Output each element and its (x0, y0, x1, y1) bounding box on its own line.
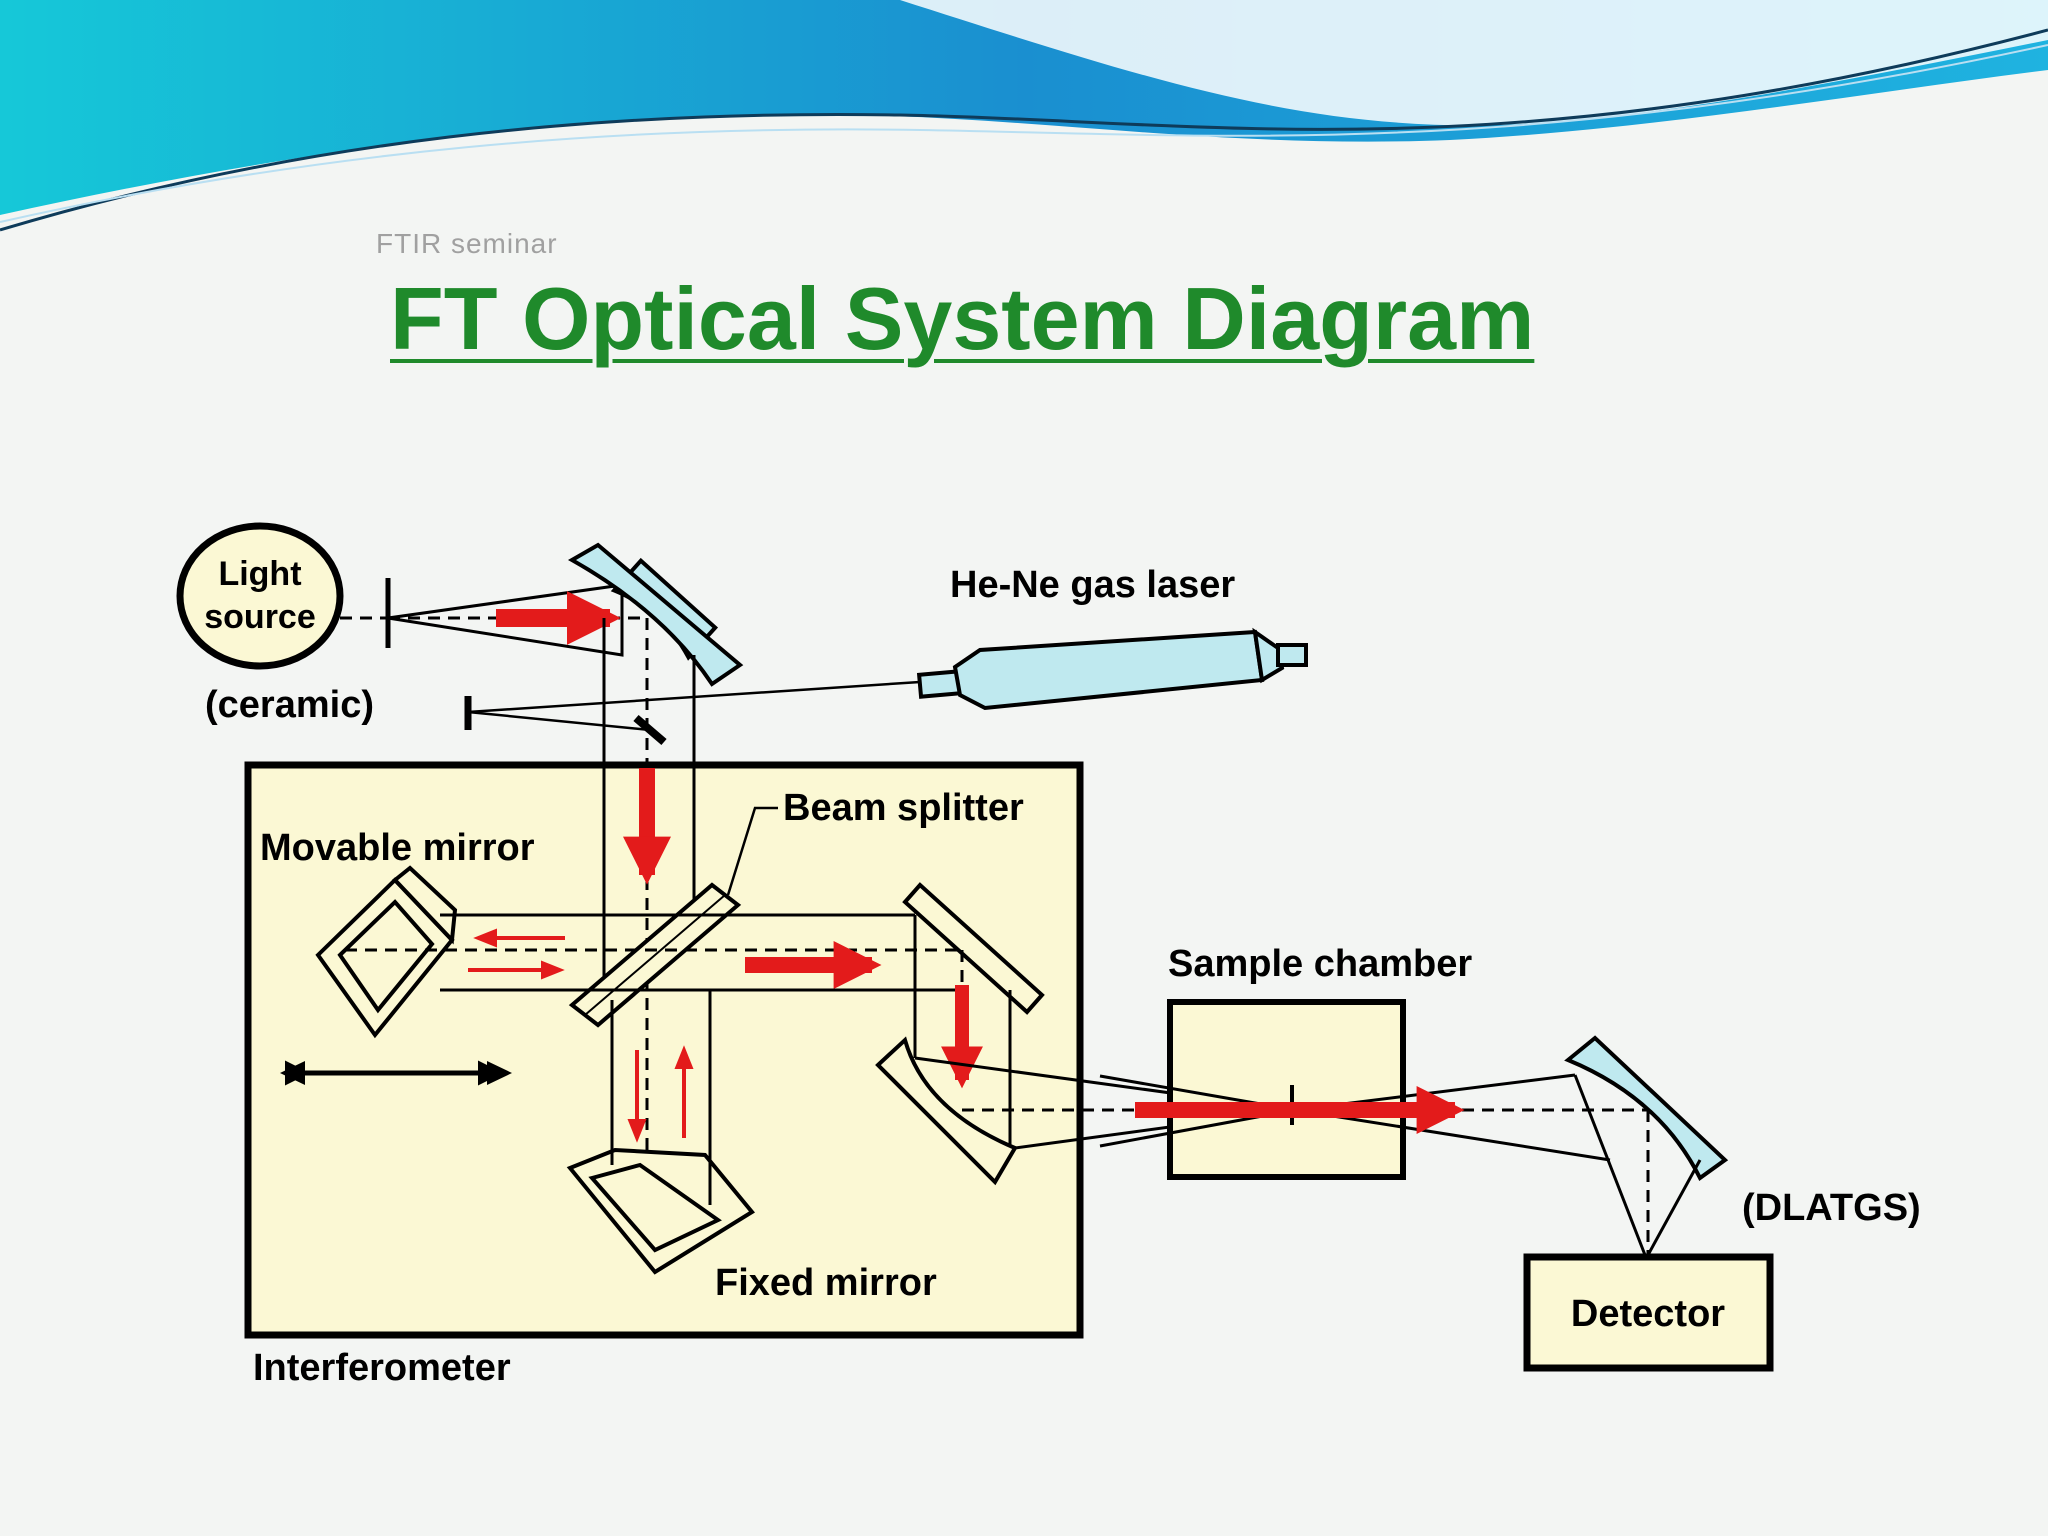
laser-mirror (633, 714, 667, 746)
beam-splitter-label: Beam splitter (783, 787, 1024, 829)
light-source (176, 522, 344, 670)
interferometer-label: Interferometer (253, 1347, 511, 1389)
movable-mirror-label: Movable mirror (260, 827, 535, 869)
laser-label: He-Ne gas laser (950, 564, 1235, 606)
detector-box (1523, 1253, 1774, 1372)
movable-mirror (315, 865, 458, 1039)
light-source-label: source (204, 598, 316, 636)
ceramic-label: (ceramic) (205, 684, 374, 726)
collimating-mirror-shape (567, 542, 744, 687)
sample-chamber (1167, 999, 1406, 1180)
detector-label: Detector (1571, 1293, 1725, 1335)
he-ne-laser (916, 627, 1308, 711)
sample-chamber-label: Sample chamber (1168, 943, 1472, 985)
detector-mirror (1564, 1035, 1729, 1181)
dlatgs-label: (DLATGS) (1742, 1187, 1921, 1229)
focusing-mirror (875, 1036, 1018, 1186)
fold-mirror (902, 882, 1045, 1015)
slide-title: FT Optical System Diagram (390, 269, 1535, 368)
slide-subtitle: FTIR seminar (376, 228, 558, 259)
light-source-label: Light (218, 555, 301, 593)
fixed-mirror (566, 1147, 756, 1275)
fixed-mirror-label: Fixed mirror (715, 1262, 937, 1304)
